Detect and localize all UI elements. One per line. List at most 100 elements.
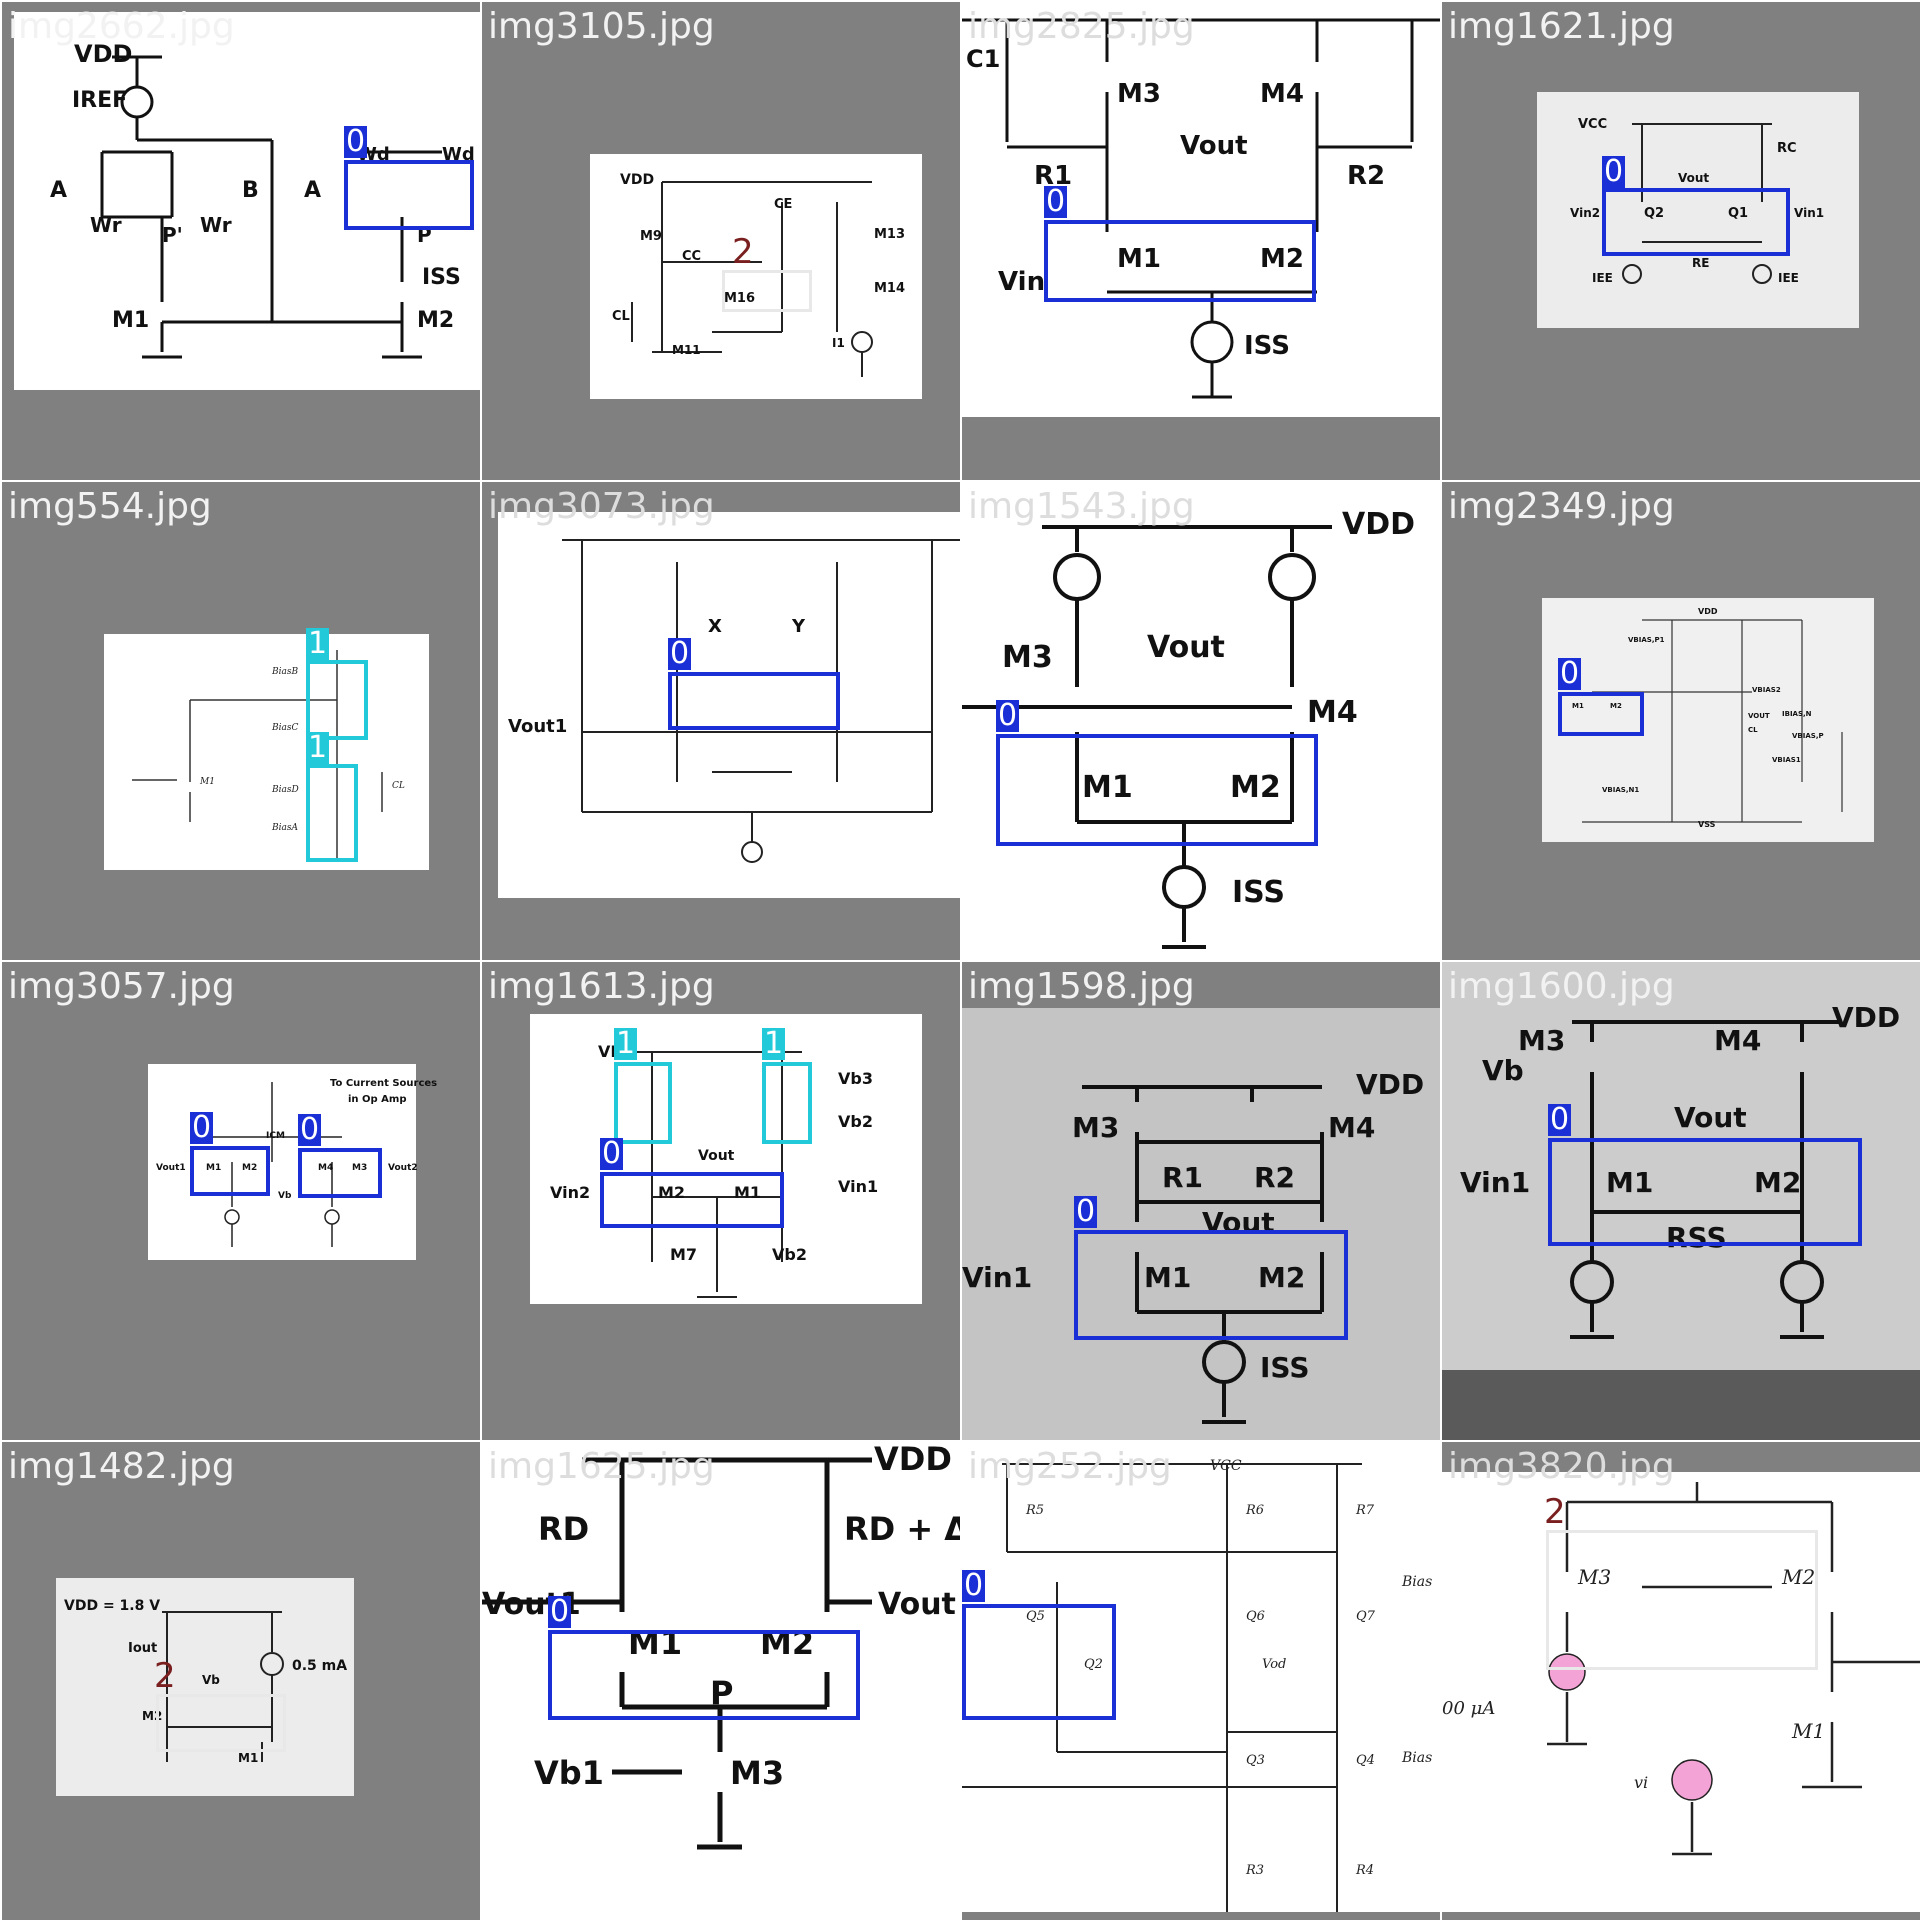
diagram-label: RD + ΔR — [844, 1510, 960, 1548]
diagram-label: Vb — [202, 1673, 220, 1687]
detection-class-tag: 0 — [1558, 656, 1582, 691]
diagram-label: M1 — [1117, 244, 1161, 274]
diagram-label: M3 — [1002, 640, 1053, 675]
detection-box — [156, 1694, 286, 1752]
detection-box — [1074, 1230, 1348, 1340]
tile-filename: img1613.jpg — [488, 966, 715, 1007]
tile-filename: img1600.jpg — [1448, 966, 1675, 1007]
detection-class-tag: 1 — [306, 626, 330, 661]
tile-filename: img1598.jpg — [968, 966, 1195, 1007]
tile-filename: img1621.jpg — [1448, 6, 1675, 47]
diagram-label: RE — [1692, 256, 1709, 270]
diagram-label: in Op Amp — [348, 1094, 407, 1105]
detection-class-tag: 1 — [762, 1026, 786, 1061]
tile-filename: img554.jpg — [8, 486, 212, 527]
diagram-label: M1 — [734, 1183, 761, 1202]
diagram-label: Q6 — [1246, 1609, 1265, 1624]
diagram-label: R2 — [1347, 161, 1385, 191]
schematic-drawing: VDD CE M9 CC M16 CL M11 M13 M14 I1 — [612, 172, 905, 377]
schematic-drawing: VDD = 1.8 V Iout 0.5 mA Vb M2 M1 — [64, 1598, 347, 1765]
diagram-label: P' — [162, 223, 183, 247]
diagram-label: M16 — [724, 291, 755, 306]
diagram-label: A — [50, 178, 67, 203]
diagram-label: VCC — [1578, 117, 1607, 132]
detection-box — [614, 1062, 672, 1144]
tile-img3057: To Current Sources in Op Amp ICM Vout1 M… — [2, 962, 480, 1440]
diagram-label: ICM — [266, 1131, 285, 1141]
diagram-label: Y — [791, 616, 806, 637]
diagram-label: IEE — [1592, 271, 1613, 285]
diagram-label: IREF — [72, 88, 127, 113]
diagram-label: R1 — [1162, 1161, 1203, 1194]
diagram-label: C1 — [966, 45, 1000, 73]
tile-filename: img2662.jpg — [8, 6, 235, 47]
detection-box — [1602, 188, 1790, 256]
tile-img1621: VCC RC Vout Q1 Q2 Vin1 Vin2 RE IEE IEE i… — [1442, 2, 1920, 480]
tile-filename: img2349.jpg — [1448, 486, 1675, 527]
diagram-label: Vout — [1674, 1101, 1747, 1134]
diagram-label: CE — [774, 197, 792, 212]
schematic-drawing: VDD VBIAS,P1 M1 M2 VBIAS2 VOUT CL IBIAS,… — [1572, 607, 1843, 829]
diagram-label: Q2 — [1644, 206, 1664, 221]
diagram-label: 00 μA — [1442, 1698, 1495, 1719]
diagram-label: Vin2 — [550, 1183, 590, 1202]
diagram-label: M2 — [1781, 1565, 1815, 1589]
schematic-drawing: VDD RD RD + ΔR Vout1 Vout M1 M2 P Vb1 M3 — [482, 1442, 960, 1850]
diagram-label: M7 — [670, 1245, 697, 1264]
detection-class-tag: 0 — [1602, 154, 1626, 189]
tile-img1613: VDD Vb3 Vb2 Vout Vin1 Vin2 M1 M2 M7 Vb2 … — [482, 962, 960, 1440]
diagram-label: Vin1 — [962, 1261, 1032, 1294]
diagram-label: BiasA — [271, 823, 298, 833]
diagram-paper — [56, 1578, 354, 1796]
diagram-label: RSS — [1666, 1221, 1727, 1254]
tile-filename: img1482.jpg — [8, 1446, 235, 1487]
tile-filename: img3105.jpg — [488, 6, 715, 47]
tile-filename: img3073.jpg — [488, 486, 715, 527]
diagram-label: VDD — [1698, 607, 1718, 616]
detection-box — [306, 764, 358, 862]
diagram-label: VBIAS,N1 — [1602, 786, 1639, 794]
diagram-label: VBIAS1 — [1772, 756, 1801, 764]
diagram-label: 0.5 mA — [292, 1658, 347, 1674]
diagram-paper — [104, 634, 429, 870]
tile-filename: img3057.jpg — [8, 966, 235, 1007]
diagram-label: R3 — [1245, 1863, 1264, 1878]
diagram-paper — [530, 1014, 922, 1304]
diagram-label: Q2 — [1084, 1657, 1103, 1672]
tile-filename: img3820.jpg — [1448, 1446, 1675, 1487]
diagram-label: Iout — [128, 1641, 157, 1656]
diagram-label: Vin1 — [1460, 1166, 1530, 1199]
detection-box — [1044, 220, 1316, 302]
diagram-label: M2 — [1610, 702, 1622, 710]
schematic-drawing: VDD M3 Vout M4 M1 M2 ISS — [962, 507, 1415, 949]
diagram-label: VDD — [620, 172, 654, 188]
diagram-label: CL — [392, 781, 405, 791]
detection-class-tag: 0 — [298, 1112, 322, 1147]
detection-box — [962, 1604, 1116, 1720]
diagram-label: CC — [682, 249, 701, 264]
diagram-label: Q5 — [1026, 1609, 1045, 1624]
diagram-label: Vb — [1482, 1054, 1524, 1087]
tile-img252: VCC R5 R6 R7 Q5 Q6 Q7 Q2 Vod Q3 Q4 R3 R4… — [962, 1442, 1440, 1920]
diagram-label: Q1 — [1728, 206, 1748, 221]
diagram-label: RC — [1777, 141, 1797, 156]
tile-img3073: X Y Vout1 img3073.jpg 0 — [482, 482, 960, 960]
diagram-label: M1 — [1791, 1719, 1825, 1743]
diagram-paper — [962, 2, 1440, 417]
detection-box — [600, 1172, 784, 1228]
diagram-label: M3 — [1072, 1111, 1119, 1144]
diagram-label: Vout1 — [508, 716, 567, 737]
diagram-label: Vb3 — [838, 1069, 873, 1088]
diagram-label: BiasC — [271, 723, 298, 733]
diagram-label: Wr — [90, 213, 122, 237]
schematic-drawing: M3 M2 M1 00 μA vi — [1442, 1482, 1920, 1856]
detection-class-tag: 2 — [732, 232, 754, 272]
detection-box — [722, 270, 812, 312]
detection-class-tag: 0 — [548, 1594, 572, 1629]
diagram-label: Q7 — [1356, 1609, 1376, 1624]
diagram-label: Vb2 — [772, 1245, 807, 1264]
diagram-label: M2 — [1230, 770, 1281, 805]
diagram-label: Q3 — [1246, 1753, 1265, 1768]
diagram-label: Vb — [278, 1191, 292, 1201]
tile-filename: img1543.jpg — [968, 486, 1195, 527]
